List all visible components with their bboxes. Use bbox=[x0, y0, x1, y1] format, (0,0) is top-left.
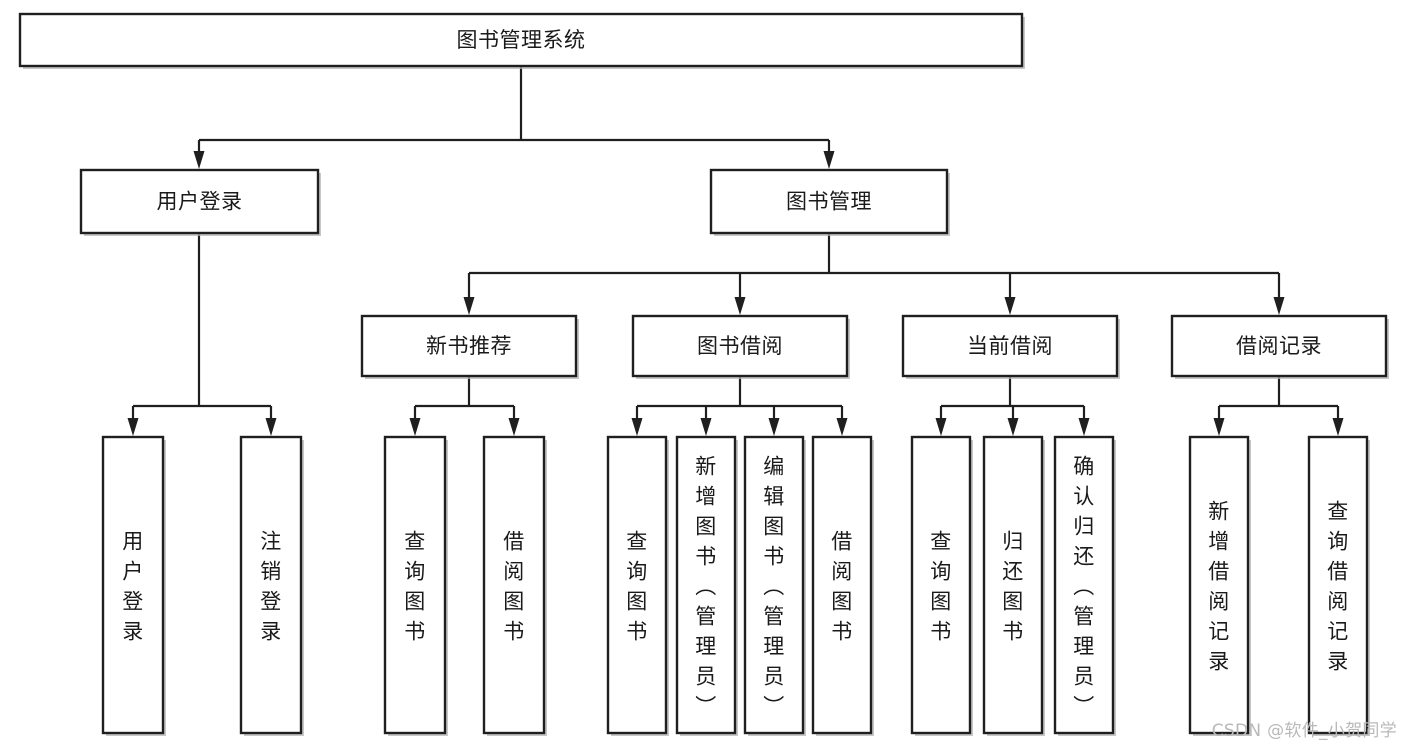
node-box-root[interactable] bbox=[18, 12, 1024, 68]
arrow-head-icon bbox=[823, 151, 835, 169]
node-box-leaf-query-book-rec[interactable] bbox=[383, 435, 447, 735]
node-label-book-management: 图书管理 bbox=[786, 190, 872, 214]
connector-user-login-to-leaves bbox=[127, 233, 277, 436]
node-book-borrow[interactable]: 图书借阅 bbox=[631, 314, 850, 379]
node-label-leaf-query-book-current: 查询图书 bbox=[930, 529, 952, 643]
arrow-head-icon bbox=[508, 418, 520, 436]
connector-root-to-level2 bbox=[193, 66, 835, 169]
node-box-book-borrow[interactable] bbox=[631, 314, 849, 378]
node-box-borrow-record[interactable] bbox=[1170, 314, 1388, 378]
node-leaf-query-book-borrow[interactable]: 查询图书 bbox=[606, 435, 669, 736]
node-label-new-book-recommend: 新书推荐 bbox=[426, 334, 512, 358]
node-label-leaf-borrow-book: 借阅图书 bbox=[831, 529, 853, 643]
arrow-head-icon bbox=[409, 418, 421, 436]
node-new-book-recommend[interactable]: 新书推荐 bbox=[360, 314, 579, 379]
node-root[interactable]: 图书管理系统 bbox=[18, 12, 1025, 69]
node-leaf-query-book-rec[interactable]: 查询图书 bbox=[383, 435, 448, 736]
node-leaf-borrow-book[interactable]: 借阅图书 bbox=[811, 435, 874, 736]
node-box-leaf-borrow-book[interactable] bbox=[811, 435, 873, 735]
arrow-head-icon bbox=[1273, 297, 1285, 315]
connector-current-borrow-to-leaves bbox=[935, 376, 1090, 436]
node-label-leaf-user-login: 用户登录 bbox=[122, 529, 144, 643]
arrow-head-icon bbox=[836, 418, 848, 436]
node-label-leaf-query-book-rec: 查询图书 bbox=[404, 529, 426, 643]
node-box-book-management[interactable] bbox=[709, 168, 949, 235]
node-leaf-logout[interactable]: 注销登录 bbox=[239, 435, 304, 736]
arrow-head-icon bbox=[1007, 418, 1019, 436]
connector-new-book-recommend-to-leaves bbox=[409, 376, 520, 436]
node-book-management[interactable]: 图书管理 bbox=[709, 168, 950, 236]
node-leaf-add-borrow-record[interactable]: 新增借阅记录 bbox=[1188, 435, 1251, 736]
node-leaf-edit-book-admin[interactable]: 编辑图书︵管理员︶ bbox=[743, 435, 806, 736]
node-label-leaf-query-book-borrow: 查询图书 bbox=[626, 529, 648, 643]
connector-book-borrow-to-leaves bbox=[631, 376, 848, 436]
node-box-leaf-add-borrow-record[interactable] bbox=[1188, 435, 1250, 735]
node-label-leaf-edit-book-admin: 编辑图书︵管理员︶ bbox=[763, 454, 785, 718]
connector-book-management-to-level3 bbox=[463, 233, 1285, 315]
node-label-leaf-add-borrow-record: 新增借阅记录 bbox=[1208, 499, 1230, 673]
node-label-leaf-query-borrow-record: 查询借阅记录 bbox=[1327, 499, 1349, 673]
csdn-watermark: CSDN @软件_小贺同学 bbox=[1211, 721, 1397, 741]
arrow-head-icon bbox=[1332, 418, 1344, 436]
node-box-leaf-confirm-return-admin[interactable] bbox=[1053, 435, 1115, 735]
node-box-leaf-borrow-book-rec[interactable] bbox=[482, 435, 546, 735]
connector-borrow-record-to-leaves bbox=[1213, 376, 1344, 436]
node-box-new-book-recommend[interactable] bbox=[360, 314, 578, 378]
node-label-root: 图书管理系统 bbox=[457, 28, 586, 52]
node-borrow-record[interactable]: 借阅记录 bbox=[1170, 314, 1389, 379]
arrow-head-icon bbox=[1078, 418, 1090, 436]
node-label-leaf-add-book-admin: 新增图书︵管理员︶ bbox=[695, 454, 717, 718]
node-leaf-user-login[interactable]: 用户登录 bbox=[101, 435, 166, 736]
node-label-borrow-record: 借阅记录 bbox=[1236, 334, 1322, 358]
arrow-head-icon bbox=[193, 151, 205, 169]
node-box-leaf-query-borrow-record[interactable] bbox=[1307, 435, 1369, 735]
node-box-leaf-return-book[interactable] bbox=[982, 435, 1044, 735]
arrow-head-icon bbox=[631, 418, 643, 436]
arrow-head-icon bbox=[734, 297, 746, 315]
arrow-head-icon bbox=[1004, 297, 1016, 315]
node-box-leaf-logout[interactable] bbox=[239, 435, 303, 735]
node-label-leaf-confirm-return-admin: 确认归还︵管理员︶ bbox=[1073, 454, 1095, 718]
node-leaf-add-book-admin[interactable]: 新增图书︵管理员︶ bbox=[675, 435, 738, 736]
arrow-head-icon bbox=[700, 418, 712, 436]
arrow-head-icon bbox=[1213, 418, 1225, 436]
node-box-leaf-user-login[interactable] bbox=[101, 435, 165, 735]
arrow-head-icon bbox=[768, 418, 780, 436]
arrow-head-icon bbox=[127, 418, 139, 436]
node-box-leaf-add-book-admin[interactable] bbox=[675, 435, 737, 735]
nodes-layer: 图书管理系统用户登录图书管理新书推荐图书借阅当前借阅借阅记录用户登录注销登录查询… bbox=[18, 12, 1389, 736]
node-label-current-borrow: 当前借阅 bbox=[967, 334, 1053, 358]
arrow-head-icon bbox=[463, 297, 475, 315]
arrow-head-icon bbox=[265, 418, 277, 436]
node-box-leaf-query-book-current[interactable] bbox=[910, 435, 972, 735]
node-label-book-borrow: 图书借阅 bbox=[697, 334, 783, 358]
node-user-login[interactable]: 用户登录 bbox=[79, 168, 321, 236]
connectors-layer bbox=[127, 66, 1344, 436]
arrow-head-icon bbox=[935, 418, 947, 436]
node-label-leaf-return-book: 归还图书 bbox=[1002, 529, 1024, 643]
node-leaf-borrow-book-rec[interactable]: 借阅图书 bbox=[482, 435, 547, 736]
node-box-leaf-edit-book-admin[interactable] bbox=[743, 435, 805, 735]
node-box-current-borrow[interactable] bbox=[901, 314, 1119, 378]
node-leaf-query-book-current[interactable]: 查询图书 bbox=[910, 435, 973, 736]
node-label-leaf-borrow-book-rec: 借阅图书 bbox=[503, 529, 525, 643]
node-leaf-return-book[interactable]: 归还图书 bbox=[982, 435, 1045, 736]
node-label-leaf-logout: 注销登录 bbox=[260, 529, 282, 643]
node-leaf-query-borrow-record[interactable]: 查询借阅记录 bbox=[1307, 435, 1370, 736]
node-label-user-login: 用户登录 bbox=[157, 190, 243, 214]
node-current-borrow[interactable]: 当前借阅 bbox=[901, 314, 1120, 379]
node-box-user-login[interactable] bbox=[79, 168, 320, 235]
node-box-leaf-query-book-borrow[interactable] bbox=[606, 435, 668, 735]
node-leaf-confirm-return-admin[interactable]: 确认归还︵管理员︶ bbox=[1053, 435, 1116, 736]
